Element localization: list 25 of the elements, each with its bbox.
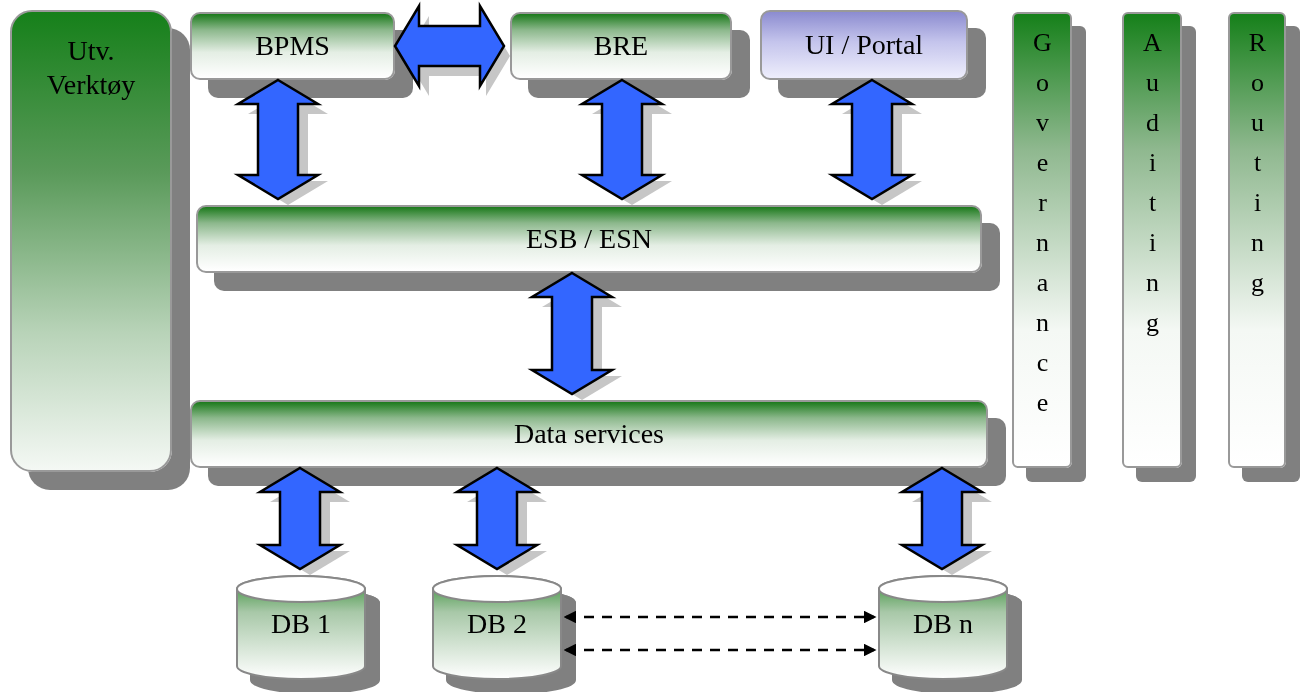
block-arrow (452, 466, 547, 575)
block-arrow (233, 78, 328, 205)
database-cylinder (432, 575, 562, 680)
block-arrow (897, 466, 992, 575)
box-label: DB n (913, 607, 973, 641)
database-cylinder (878, 575, 1008, 680)
box-label: ESB / ESN (526, 222, 652, 256)
block-arrow (393, 1, 510, 96)
block-arrow (255, 466, 350, 575)
block-arrow (827, 78, 922, 205)
box-label: DB 2 (467, 607, 527, 641)
block-arrow (527, 271, 622, 400)
box-label: Data services (513, 417, 664, 451)
database-cylinder (236, 575, 366, 680)
dashed-arrow (563, 610, 877, 624)
vertical-label: Auditing (1137, 28, 1167, 348)
dashed-arrow (563, 643, 877, 657)
box-label: Utv. Verktøy (45, 34, 137, 102)
box-label: UI / Portal (804, 28, 924, 62)
vertical-label: Routing (1242, 28, 1272, 308)
box-label: BPMS (255, 29, 330, 63)
block-arrow (577, 78, 672, 205)
box-label: DB 1 (271, 607, 331, 641)
vertical-label: Governance (1027, 28, 1057, 428)
box-label: BRE (593, 29, 649, 63)
